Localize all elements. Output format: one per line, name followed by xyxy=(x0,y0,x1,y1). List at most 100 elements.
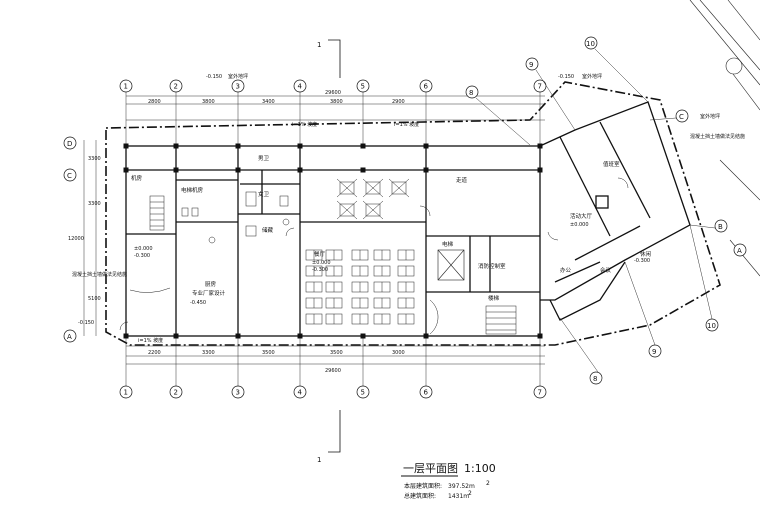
axis-label-1: 1 xyxy=(124,83,128,91)
table xyxy=(391,181,407,195)
total-label: 总建筑面积: xyxy=(404,492,436,500)
chair xyxy=(362,200,384,220)
table xyxy=(365,181,381,195)
plan-scale: 1:100 xyxy=(464,462,496,475)
span-dim-b4: 3500 xyxy=(330,350,343,356)
span-dim-b2: 3300 xyxy=(202,350,215,356)
right-wing-walls xyxy=(539,101,691,321)
span-dim-b1: 2200 xyxy=(148,350,161,356)
room-storage: 储藏 xyxy=(262,226,274,234)
column xyxy=(123,167,129,173)
column xyxy=(537,143,543,149)
note-outdoor: 室外地坪 xyxy=(228,73,248,80)
axis-right-8b: 8 xyxy=(593,375,597,383)
axis-bubble xyxy=(119,385,133,399)
axis-bubble xyxy=(169,79,183,93)
elevator-shaft xyxy=(437,249,465,281)
axis-label-4: 4 xyxy=(298,83,303,91)
axis-label-7: 7 xyxy=(538,83,542,91)
column xyxy=(360,167,366,173)
section-label-top: 1 xyxy=(317,41,321,49)
overall-dim-top: 29600 xyxy=(325,90,341,96)
span-dim-2: 3800 xyxy=(202,99,215,105)
column xyxy=(537,167,543,173)
room-dining: 餐厅 xyxy=(314,250,326,258)
span-dim-1: 2800 xyxy=(148,99,161,105)
room-kitchen-note: 专业厂家设计 xyxy=(192,289,226,297)
axis-label-2: 2 xyxy=(174,389,178,397)
axis-bubble xyxy=(356,79,370,93)
column xyxy=(235,143,241,149)
room-office2: 休闲 xyxy=(640,250,652,258)
total-sup: 2 xyxy=(468,490,472,497)
axis-label-7: 7 xyxy=(538,389,542,397)
axis-label-6: 6 xyxy=(424,389,429,397)
room-fire: 消防控制室 xyxy=(478,262,506,270)
level-6: ±0.000 xyxy=(570,222,589,228)
level-7: -0.300 xyxy=(634,258,650,264)
left-part-1: 3300 xyxy=(88,156,101,162)
room-corridor: 走道 xyxy=(456,176,468,184)
chair xyxy=(388,178,410,198)
chair xyxy=(362,178,384,198)
toilet-fixtures xyxy=(181,191,290,244)
structural-columns xyxy=(123,143,543,339)
note-slope-bottom: i=1% 坡度 xyxy=(138,337,163,344)
column xyxy=(173,143,179,149)
right-axis-bubbles xyxy=(465,36,747,385)
axis-bubble xyxy=(293,385,307,399)
door-swings xyxy=(119,177,629,331)
level-5: -0.300 xyxy=(312,267,328,273)
level-3: -0.450 xyxy=(190,300,206,306)
level-4: ±0.000 xyxy=(312,260,331,266)
dining-tables-upper xyxy=(336,178,410,220)
axis-bubble xyxy=(419,79,433,93)
level-10: -0.150 xyxy=(78,320,94,326)
adjacent-structure xyxy=(689,0,760,277)
span-dim-b3: 3500 xyxy=(262,350,275,356)
axis-right-8: 8 xyxy=(469,89,473,97)
room-toilet-f: 女卫 xyxy=(258,190,270,198)
section-cut-bottom xyxy=(328,410,341,453)
top-dimension-lines xyxy=(126,95,545,365)
room-duty: 值班室 xyxy=(603,160,620,168)
area-sup: 2 xyxy=(486,480,490,487)
column xyxy=(235,333,241,339)
axis-bubble xyxy=(356,385,370,399)
room-lobby: 活动大厅 xyxy=(570,212,593,220)
axis-label-3: 3 xyxy=(236,389,240,397)
column xyxy=(173,167,179,173)
span-dim-5: 2900 xyxy=(392,99,405,105)
room-stair: 楼梯 xyxy=(488,294,500,302)
axis-left-D: D xyxy=(67,140,72,148)
axis-bubble xyxy=(119,79,133,93)
stair-left xyxy=(129,195,171,293)
axis-bubble xyxy=(169,385,183,399)
left-part-3: 5100 xyxy=(88,296,101,302)
room-elev-motor: 电梯机房 xyxy=(181,186,204,194)
left-dimension-lines xyxy=(83,140,97,336)
room-kitchen: 厨房 xyxy=(205,280,217,288)
span-dim-4: 3800 xyxy=(330,99,343,105)
axis-label-6: 6 xyxy=(424,83,429,91)
axis-left-C: C xyxy=(67,172,72,180)
note-wall-right: 混凝土挡土墙做法见结施 xyxy=(690,133,745,140)
axis-label-4: 4 xyxy=(298,389,303,397)
axis-right-9: 9 xyxy=(529,61,533,69)
column xyxy=(537,333,543,339)
room-elevator: 电梯 xyxy=(442,240,454,248)
table xyxy=(365,203,381,217)
column xyxy=(423,167,429,173)
building-walls xyxy=(125,145,541,337)
room-mech: 机房 xyxy=(131,174,143,182)
right-axis-leaders xyxy=(475,48,716,373)
axis-right-10: 10 xyxy=(586,40,595,48)
stair-right xyxy=(429,299,517,335)
area-label: 本层建筑面积: xyxy=(404,482,442,490)
column xyxy=(173,333,179,339)
axis-bubble xyxy=(293,79,307,93)
column xyxy=(297,143,303,149)
